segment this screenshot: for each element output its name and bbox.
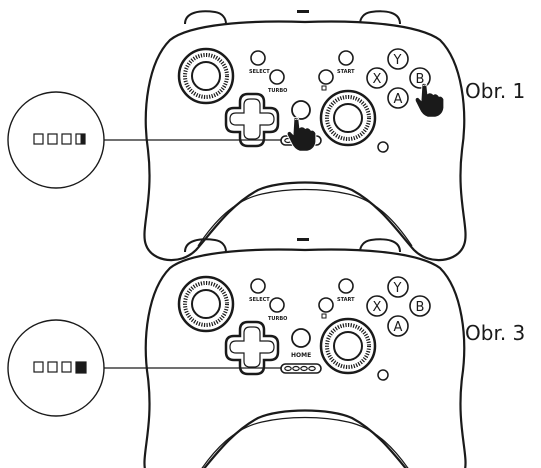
button-y-label: Y <box>393 281 402 296</box>
turbo-label: TURBO <box>268 88 287 94</box>
button-a-label: A <box>394 92 403 107</box>
figure-3: SELECT START TURBO HOME Y X B A Obr. 3 <box>7 236 525 468</box>
led-indicator-row <box>33 361 87 374</box>
figure-1: SELECT START TURBO Y X B A Obr. 1 <box>7 8 525 263</box>
button-y-label: Y <box>393 53 402 68</box>
start-label: START <box>337 297 355 303</box>
button-x-label: X <box>373 300 382 315</box>
button-x-label: X <box>373 72 382 87</box>
button-a-label: A <box>394 320 403 335</box>
figure-caption: Obr. 1 <box>465 79 525 103</box>
figure-caption: Obr. 3 <box>465 321 525 345</box>
button-b-label: B <box>416 300 425 315</box>
led-indicator-row <box>33 133 86 145</box>
select-label: SELECT <box>249 69 270 75</box>
start-label: START <box>337 69 355 75</box>
select-label: SELECT <box>249 297 270 303</box>
home-label: HOME <box>291 352 311 359</box>
turbo-label: TURBO <box>268 316 287 322</box>
button-b-label: B <box>416 72 425 87</box>
